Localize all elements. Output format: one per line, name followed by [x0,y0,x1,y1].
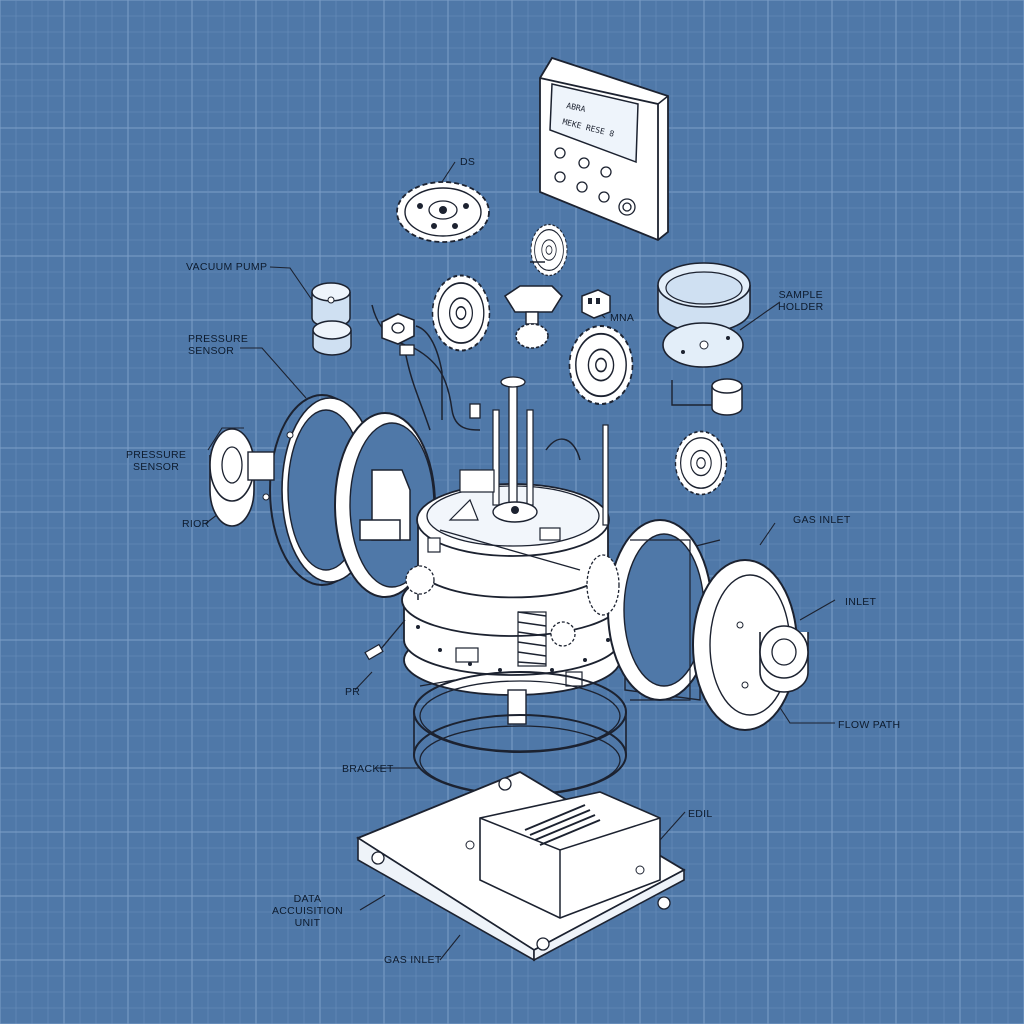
gear-icon [530,223,568,277]
valve-part [381,313,481,419]
vent-icon [524,804,601,846]
label-pressure-sensor-left: PRESSURE SENSOR [126,449,187,473]
vacuum-pump-cylinders [311,282,352,356]
leader-lines [204,161,836,961]
knob-icon [576,181,588,193]
tubing-and-valve [371,304,581,461]
label-flow-path: FLOW PATH [838,719,901,731]
label-sample-holder: SAMPLE HOLDER [778,289,824,313]
gear-icon [568,324,634,406]
gear-icon [674,430,728,496]
base-plate [356,770,686,962]
cap-part [503,285,564,349]
label-pr: PR [345,686,361,698]
label-rior: RIOR [182,518,210,530]
knob-icon [600,166,612,178]
sample-holder [657,262,751,416]
label-pressure-sensor-top: PRESSURE SENSOR [188,333,249,357]
left-ring-assembly [209,394,436,598]
label-gas-inlet-right: GAS INLET [793,514,851,526]
control-panel: ABRA MEKE RESE 8 [539,56,669,242]
label-bracket: BRACKET [342,763,394,775]
knob-icon [578,157,590,169]
panel-display-line-1: ABRA [566,101,587,114]
label-ds: DS [460,156,476,168]
label-vacuum-pump: VACUUM PUMP [186,261,268,273]
label-data-acquisition-unit: DATA ACCUISITION UNIT [272,893,343,929]
knob-icon [598,191,610,203]
label-edil: EDIL [688,808,713,820]
right-ring-assembly [586,519,809,731]
label-gas-inlet-bottom: GAS INLET [384,954,442,966]
knob-icon [554,147,566,159]
label-mna: MNA [610,312,635,324]
connector-block [581,289,611,319]
knob-icon [554,171,566,183]
label-inlet-right: INLET [845,596,877,608]
central-assembly [364,376,623,725]
gear-icon [396,181,490,243]
gear-icon [431,274,491,352]
